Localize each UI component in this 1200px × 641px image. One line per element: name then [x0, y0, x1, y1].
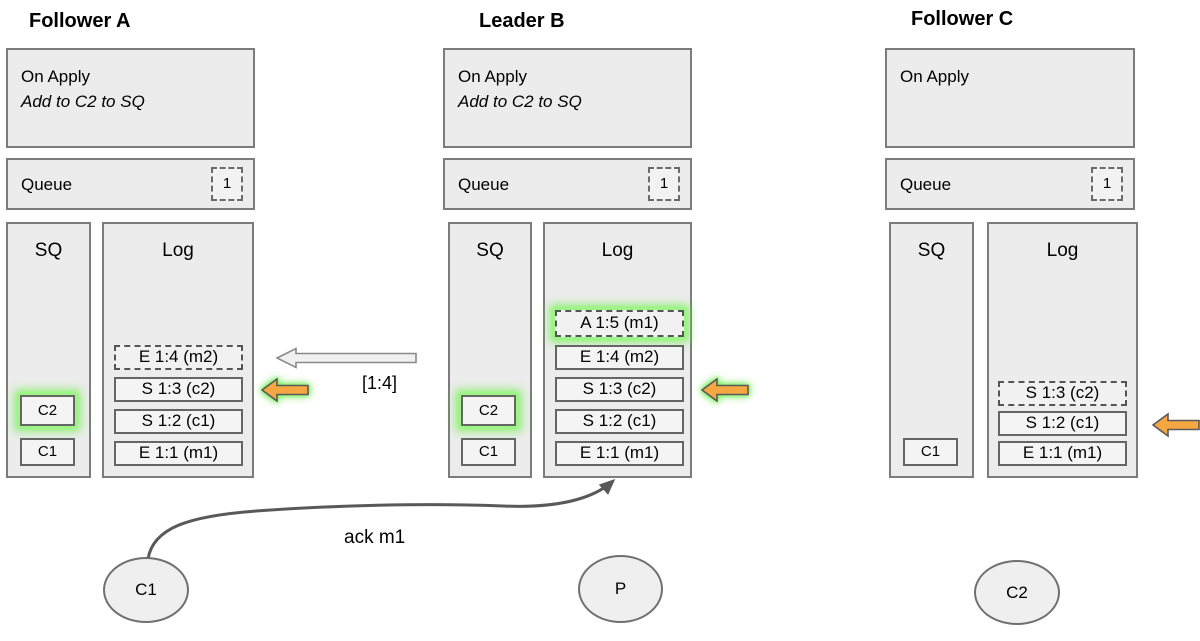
- log-entry: S 1:2 (c1): [114, 409, 243, 434]
- log-label: Log: [601, 240, 634, 261]
- node-title-leader-b: Leader B: [479, 10, 565, 32]
- log-entry: S 1:3 (c2): [114, 377, 243, 402]
- on-apply-box-follower-a: On Apply Add to C2 to SQ: [6, 48, 255, 148]
- log-label: Log: [162, 240, 194, 261]
- sq-box-follower-a: SQ: [6, 222, 91, 478]
- on-apply-box-follower-c: On Apply: [885, 48, 1135, 148]
- on-apply-rule: Add to C2 to SQ: [458, 92, 582, 111]
- log-entry: E 1:4 (m2): [555, 345, 684, 370]
- log-entry: A 1:5 (m1): [555, 310, 684, 337]
- queue-item-follower-a: 1: [211, 167, 243, 201]
- sq-label: SQ: [917, 240, 946, 261]
- sq-item-c2: C2: [461, 395, 516, 426]
- log-entry: S 1:2 (c1): [555, 409, 684, 434]
- ack-message-label: ack m1: [344, 527, 406, 548]
- queue-item-follower-c: 1: [1091, 167, 1123, 201]
- log-label: Log: [1046, 240, 1079, 261]
- log-entry: E 1:1 (m1): [998, 441, 1127, 466]
- queue-label: Queue: [21, 175, 73, 194]
- replication-range-label: [1:4]: [362, 373, 398, 393]
- queue-box-follower-c: Queue: [885, 158, 1135, 210]
- sq-label: SQ: [34, 240, 63, 261]
- apply-pointer-arrow-icon: [261, 377, 309, 403]
- sq-box-leader-b: SQ: [448, 222, 532, 478]
- apply-pointer-arrow-icon: [1152, 412, 1200, 438]
- log-entry: E 1:1 (m1): [555, 441, 684, 466]
- queue-label: Queue: [458, 175, 510, 194]
- queue-label: Queue: [900, 175, 952, 194]
- sq-label: SQ: [476, 240, 504, 261]
- on-apply-box-leader-b: On Apply Add to C2 to SQ: [443, 48, 692, 148]
- log-entry: S 1:3 (c2): [998, 381, 1127, 406]
- client-c2-node: C2: [974, 560, 1060, 625]
- on-apply-rule: Add to C2 to SQ: [21, 92, 145, 111]
- proposer-p-node: P: [578, 555, 663, 623]
- sq-item-c1: C1: [903, 438, 958, 466]
- on-apply-label: On Apply: [21, 67, 90, 86]
- client-c1-node: C1: [103, 557, 189, 623]
- log-entry: E 1:4 (m2): [114, 345, 243, 370]
- log-box-follower-c: Log: [987, 222, 1138, 478]
- sq-item-c1: C1: [461, 438, 516, 466]
- node-title-follower-c: Follower C: [911, 8, 1014, 30]
- on-apply-label: On Apply: [900, 67, 969, 86]
- sq-item-c1: C1: [20, 438, 75, 466]
- on-apply-label: On Apply: [458, 67, 527, 86]
- queue-item-leader-b: 1: [648, 167, 680, 201]
- sq-box-follower-c: SQ: [889, 222, 974, 478]
- log-entry: S 1:3 (c2): [555, 377, 684, 402]
- sq-item-c2: C2: [20, 395, 75, 426]
- apply-pointer-arrow-icon: [701, 377, 749, 403]
- replication-arrow-icon: [276, 347, 417, 369]
- log-entry: S 1:2 (c1): [998, 411, 1127, 436]
- node-title-follower-a: Follower A: [29, 10, 131, 32]
- log-entry: E 1:1 (m1): [114, 441, 243, 466]
